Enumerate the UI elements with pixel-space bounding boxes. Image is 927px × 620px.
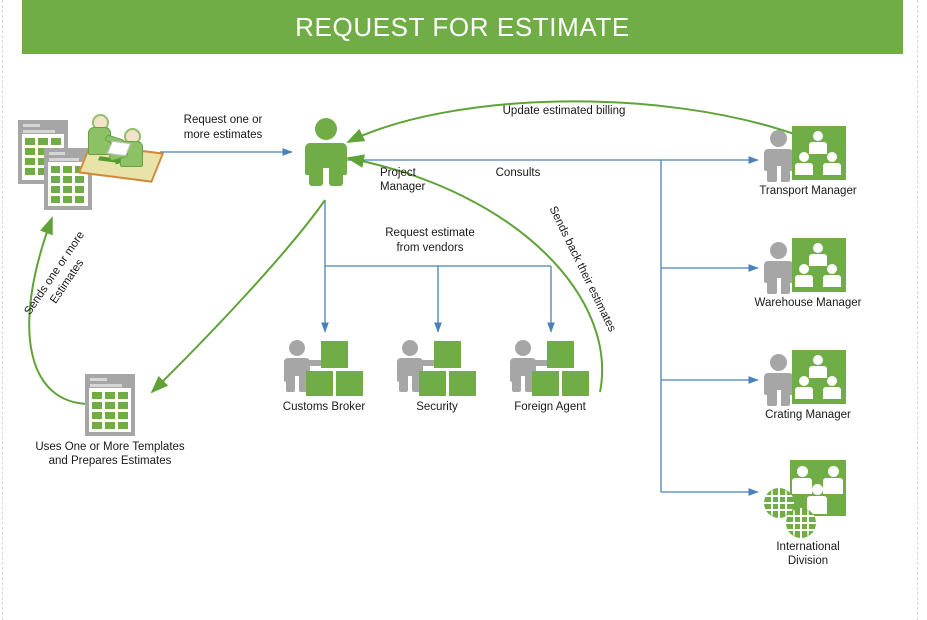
node-label-security: Security (416, 401, 458, 413)
org-chart-block-icon (792, 238, 846, 292)
edge-label-consults: Consults (495, 167, 541, 179)
box-left-icon (532, 371, 559, 396)
node-international-division[interactable]: International Division (764, 460, 856, 567)
globe-lower-icon (786, 508, 816, 538)
edge-label-sends-back-estimates: Sends back their estimates (546, 204, 618, 334)
globe-upper-icon (764, 488, 794, 518)
node-transport-manager[interactable]: Transport Manager (759, 126, 857, 202)
node-crating-manager[interactable]: Crating Manager (764, 350, 856, 426)
person-gray-icon (510, 340, 550, 392)
node-label-project-manager: Project Manager (380, 167, 426, 193)
node-foreign-agent[interactable]: Foreign Agent (510, 338, 606, 418)
node-meeting[interactable] (77, 112, 165, 186)
node-estimate-templates[interactable] (18, 120, 92, 212)
person-gray-icon (284, 340, 324, 392)
edge-label-sends-estimates: Sends one or more Estimates (22, 229, 88, 318)
node-label-warehouse-manager: Warehouse Manager (754, 297, 862, 309)
document-icon (85, 374, 135, 436)
person-gray-icon (764, 242, 800, 294)
box-top-icon (547, 341, 574, 368)
box-top-icon (321, 341, 348, 368)
edge-label-request-estimates: Request one or more estimates (183, 114, 263, 141)
person-gray-icon (764, 354, 800, 406)
box-left-icon (419, 371, 446, 396)
node-label-international-division: International Division (776, 541, 840, 567)
node-prepares-estimates[interactable]: Uses One or More Templates and Prepares … (35, 374, 232, 484)
box-right-icon (336, 371, 363, 396)
node-project-manager[interactable]: Project Manager (300, 118, 425, 204)
node-customs-broker[interactable]: Customs Broker (282, 338, 380, 418)
node-label-customs-broker: Customs Broker (282, 401, 366, 413)
box-right-icon (449, 371, 476, 396)
edge-label-update-billing: Update estimated billing (502, 105, 626, 117)
person-gray-icon (397, 340, 437, 392)
org-chart-block-icon (792, 126, 846, 180)
node-label-prepares-estimates: Uses One or More Templates and Prepares … (35, 441, 185, 467)
org-chart-block-icon (792, 350, 846, 404)
person-gray-icon (764, 130, 800, 182)
slide-guide-left (2, 0, 3, 620)
box-right-icon (562, 371, 589, 396)
box-top-icon (434, 341, 461, 368)
slide-guide-right (917, 0, 918, 620)
node-security[interactable]: Security (397, 338, 493, 418)
person-green-icon (304, 118, 348, 186)
node-label-transport-manager: Transport Manager (759, 185, 857, 197)
edge-label-request-from-vendors: Request estimate from vendors (385, 227, 475, 254)
node-warehouse-manager[interactable]: Warehouse Manager (755, 238, 861, 314)
page-title: REQUEST FOR ESTIMATE (295, 11, 630, 42)
title-banner: REQUEST FOR ESTIMATE (22, 0, 903, 54)
node-label-crating-manager: Crating Manager (765, 409, 851, 421)
node-label-foreign-agent: Foreign Agent (514, 401, 586, 413)
org-chart-block-icon (790, 460, 846, 516)
box-left-icon (306, 371, 333, 396)
